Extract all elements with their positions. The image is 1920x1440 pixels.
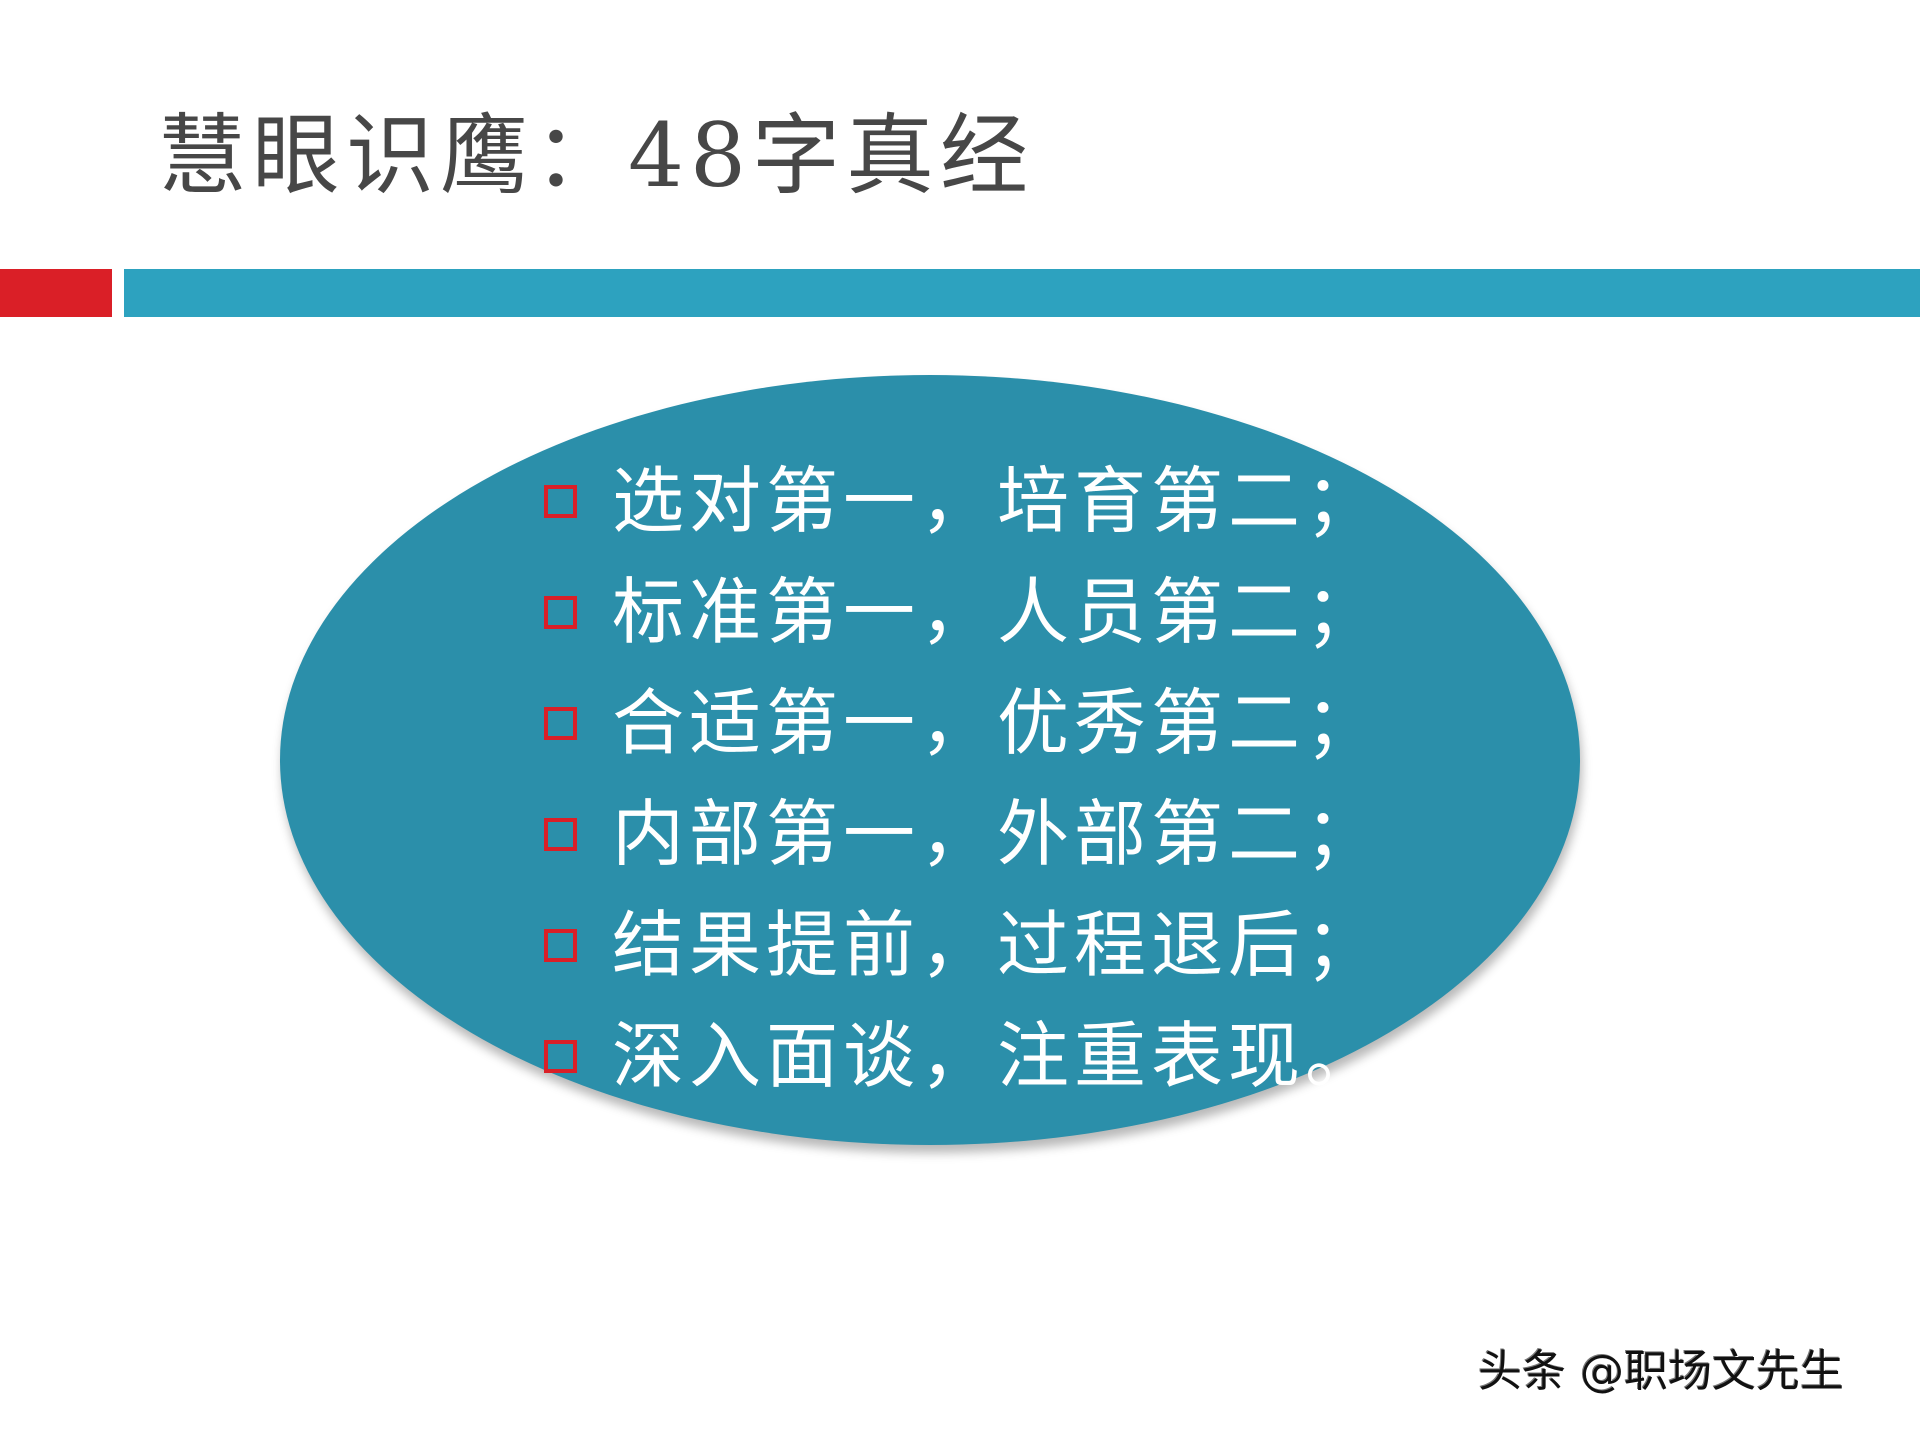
bullet-text: 选对第一，培育第二； <box>612 459 1383 543</box>
title-underline-blue-bar <box>124 269 1920 317</box>
hollow-square-bullet-icon <box>544 485 577 518</box>
content-ellipse <box>280 375 1580 1145</box>
bullet-item: 深入面谈，注重表现。 <box>544 1001 1382 1112</box>
bullet-text: 深入面谈，注重表现。 <box>612 1014 1383 1098</box>
slide-title: 慧眼识鹰：48字真经 <box>158 104 1034 207</box>
bullet-item: 内部第一，外部第二； <box>544 779 1382 890</box>
bullet-item: 合适第一，优秀第二； <box>544 668 1382 779</box>
bullet-text: 结果提前，过程退后； <box>612 903 1383 987</box>
bullet-text: 内部第一，外部第二； <box>612 792 1383 876</box>
bullet-item: 结果提前，过程退后； <box>544 890 1382 1001</box>
hollow-square-bullet-icon <box>544 818 577 851</box>
hollow-square-bullet-icon <box>544 1040 577 1073</box>
bullet-list: 选对第一，培育第二； 标准第一，人员第二； 合适第一，优秀第二； 内部第一，外部… <box>544 446 1382 1112</box>
title-underline-red-bar <box>0 269 112 317</box>
bullet-text: 合适第一，优秀第二； <box>612 681 1383 765</box>
hollow-square-bullet-icon <box>544 596 577 629</box>
hollow-square-bullet-icon <box>544 707 577 740</box>
bullet-item: 标准第一，人员第二； <box>544 557 1382 668</box>
watermark: 头条 @职场文先生 <box>1478 1346 1844 1397</box>
bullet-text: 标准第一，人员第二； <box>612 570 1383 654</box>
hollow-square-bullet-icon <box>544 929 577 962</box>
bullet-item: 选对第一，培育第二； <box>544 446 1382 557</box>
